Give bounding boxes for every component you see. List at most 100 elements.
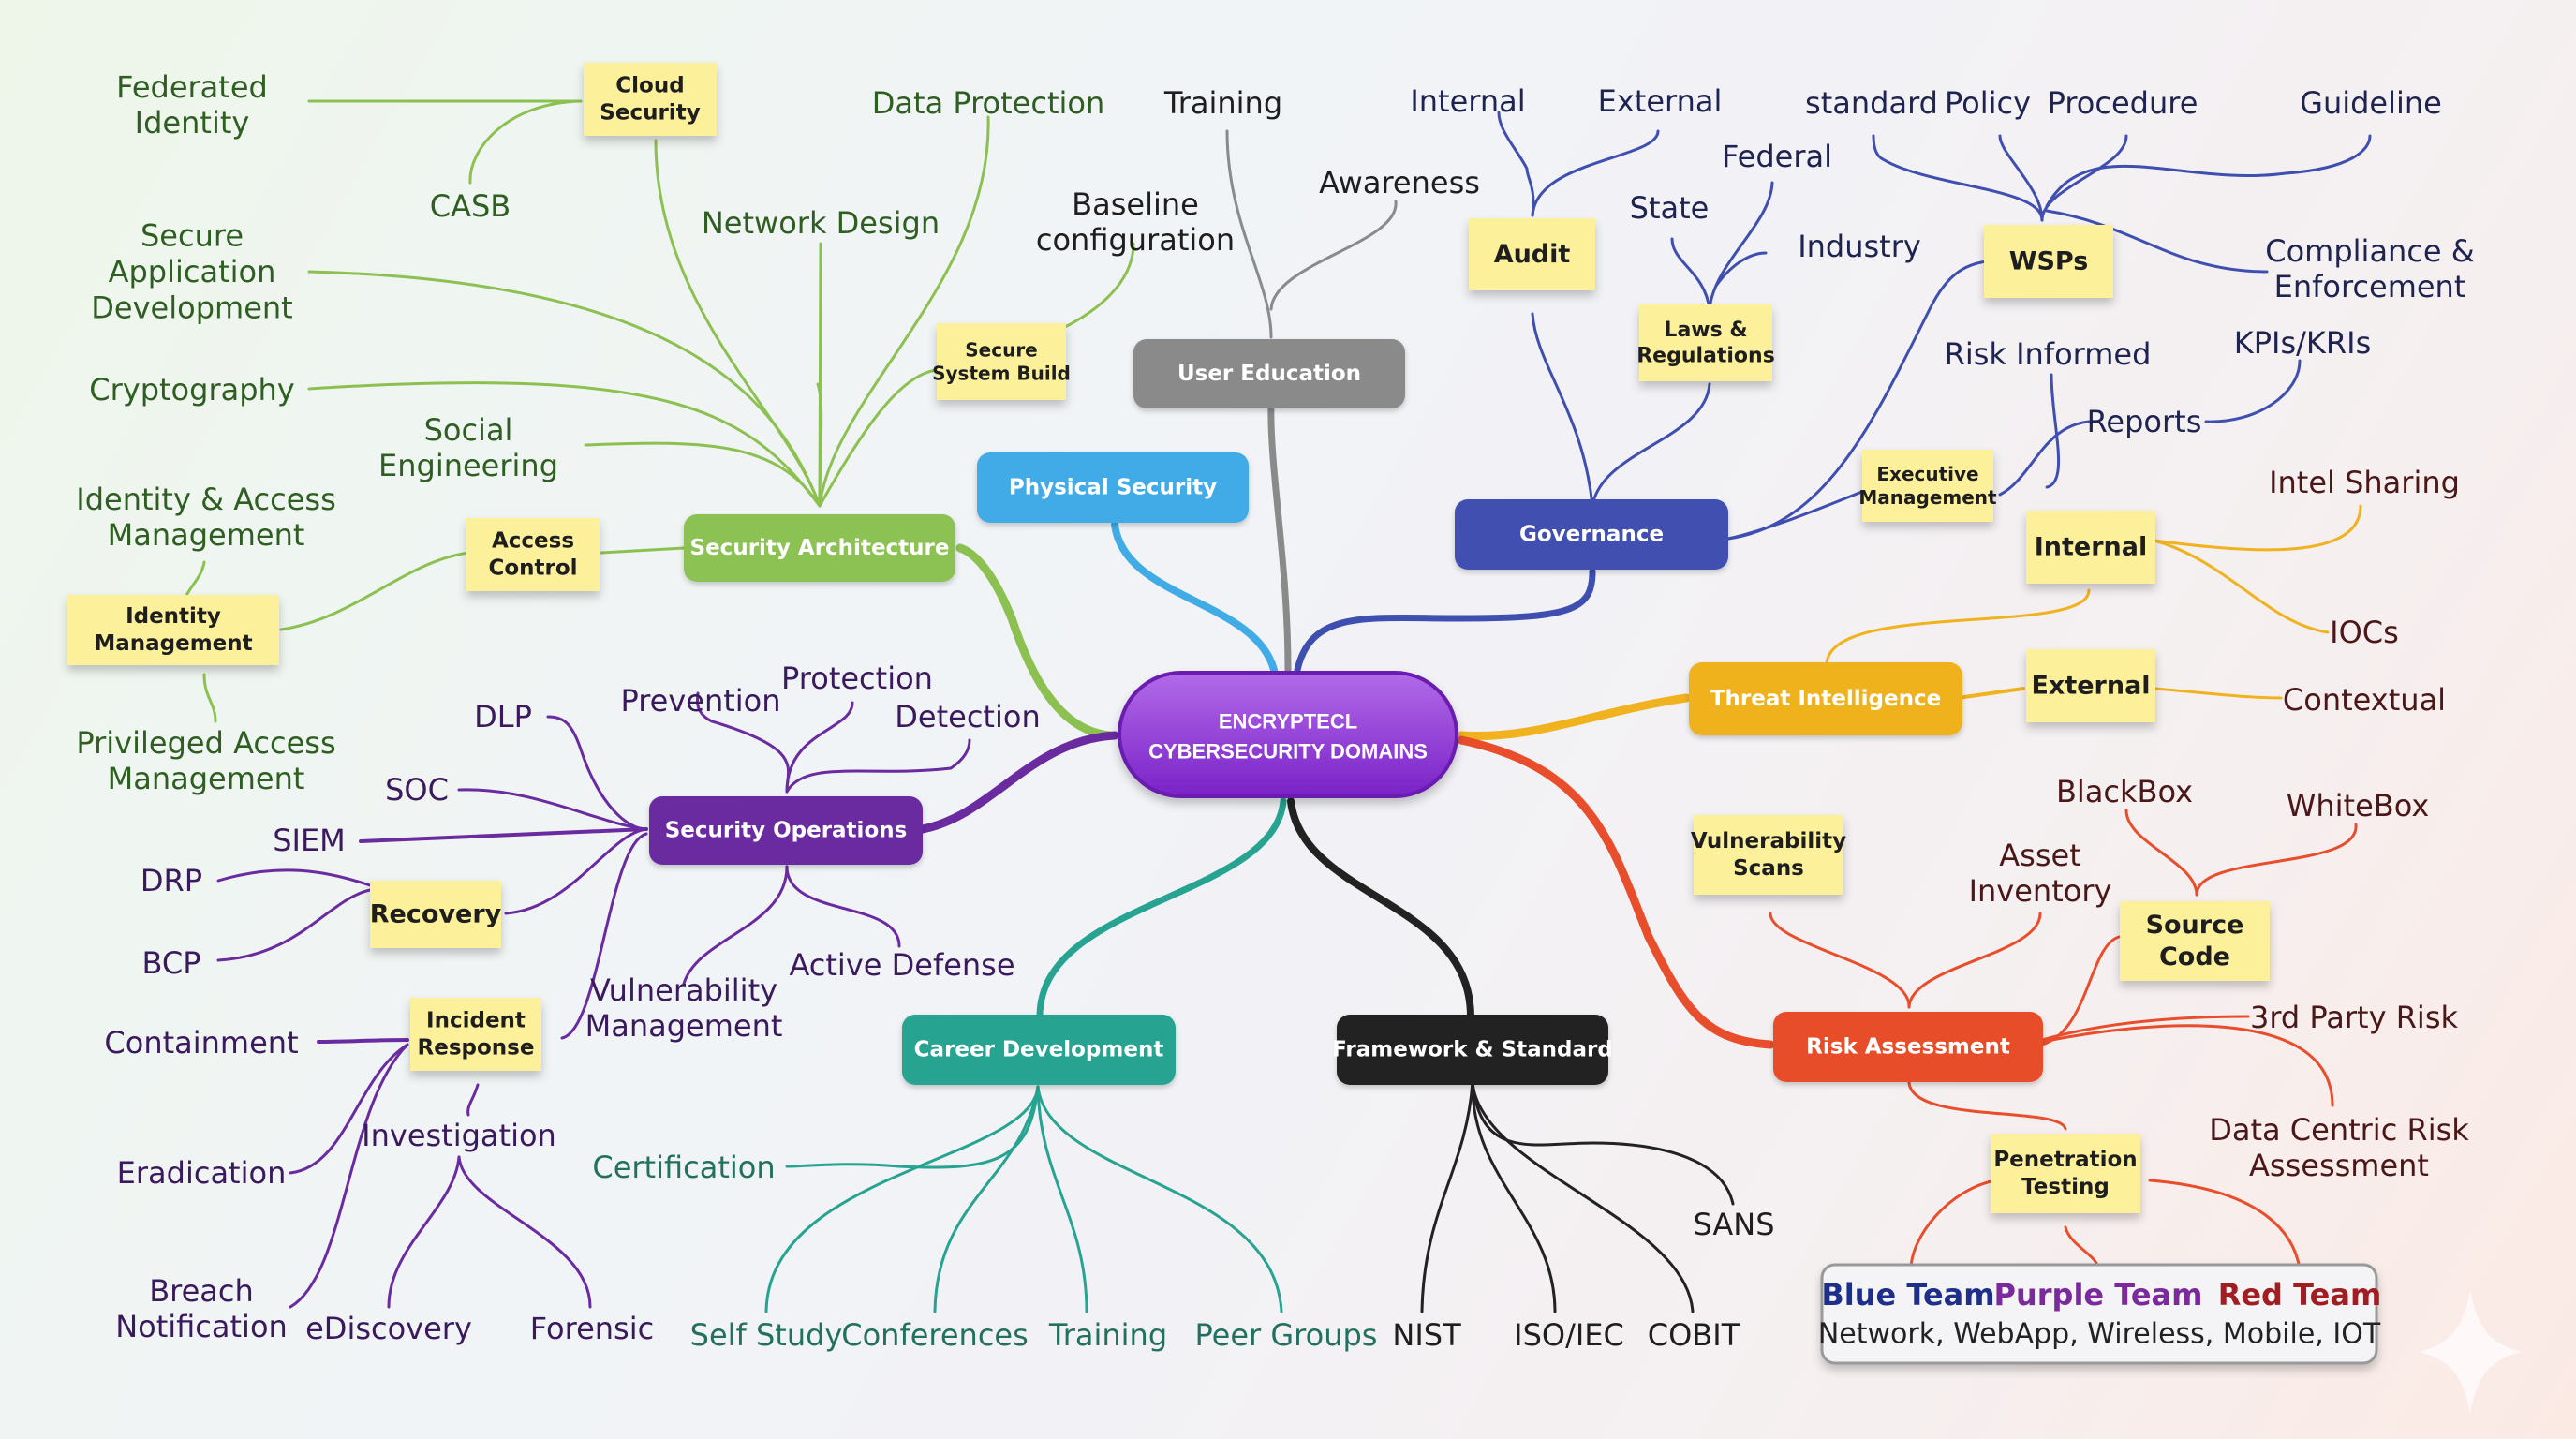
- sticky-laws-regulations[interactable]: Laws &Regulations: [1636, 304, 1775, 381]
- leaf-kpis: KPIs/KRIs: [2234, 325, 2372, 361]
- sticky-note[interactable]: [1469, 218, 1595, 290]
- domain-node-box[interactable]: [1455, 499, 1728, 570]
- domain-node-security-operations[interactable]: Security Operations: [649, 796, 923, 865]
- leaf-prevention-line: Prevention: [620, 683, 780, 719]
- domain-node-box[interactable]: [1689, 662, 1962, 735]
- domain-node-framework-standard[interactable]: Framework & Standard: [1332, 1015, 1613, 1085]
- leaf-containment: Containment: [104, 1025, 298, 1061]
- connector: [317, 1038, 409, 1044]
- connector: [2040, 935, 2121, 1046]
- connector: [1269, 200, 1398, 311]
- leaf-casb-line: CASB: [430, 188, 511, 224]
- leaf-secure-app-dev-line: Application: [109, 254, 276, 289]
- domain-node-user-education[interactable]: User Education: [1133, 339, 1405, 408]
- team-purple: Purple Team: [1994, 1277, 2203, 1313]
- domain-node-box[interactable]: [1133, 339, 1405, 408]
- sticky-label: Code: [2159, 942, 2230, 972]
- leaf-blackbox-line: BlackBox: [2056, 774, 2193, 809]
- sticky-note[interactable]: [1862, 450, 1993, 522]
- connector: [2040, 1015, 2250, 1042]
- leaf-baseline-configuration-line: Baseline: [1072, 186, 1199, 222]
- sticky-label: External: [2031, 672, 2150, 701]
- sticky-label: Response: [418, 1035, 535, 1060]
- domain-node-box[interactable]: [649, 796, 923, 865]
- domain-node-box[interactable]: [1773, 1012, 2043, 1082]
- domain-node-threat-intelligence[interactable]: Threat Intelligence: [1689, 662, 1962, 735]
- leaf-sans: SANS: [1693, 1207, 1774, 1242]
- sticky-note[interactable]: [410, 998, 541, 1071]
- domain-node-physical-security[interactable]: Physical Security: [977, 452, 1249, 523]
- leaf-dlp-line: DLP: [474, 699, 532, 734]
- domain-node-label: Security Architecture: [690, 536, 950, 560]
- sticky-note[interactable]: [2026, 649, 2155, 722]
- sticky-label: Laws &: [1664, 319, 1747, 342]
- connector: [2195, 823, 2358, 897]
- domain-node-governance[interactable]: Governance: [1455, 499, 1728, 570]
- leaf-blackbox: BlackBox: [2056, 774, 2193, 809]
- domain-node-career-development[interactable]: Career Development: [902, 1015, 1176, 1085]
- connector: [359, 827, 648, 843]
- leaf-breach-line: Breach: [149, 1273, 254, 1309]
- leaf-awareness-line: Awareness: [1319, 165, 1480, 200]
- leaf-ediscovery: eDiscovery: [305, 1311, 472, 1346]
- leaf-state: State: [1630, 190, 1710, 226]
- connector: [1825, 588, 2091, 667]
- sticky-note[interactable]: [67, 595, 279, 665]
- domain-node-security-architecture[interactable]: Security Architecture: [684, 514, 955, 582]
- connector: [307, 381, 822, 508]
- sticky-internal[interactable]: Internal: [2026, 511, 2155, 584]
- leaf-cobit-line: COBIT: [1648, 1317, 1740, 1353]
- sticky-note[interactable]: [1639, 304, 1772, 381]
- leaf-compliance-line: Enforcement: [2274, 269, 2466, 304]
- leaf-network-design-line: Network Design: [702, 205, 940, 241]
- sticky-note[interactable]: [1991, 1134, 2140, 1213]
- connector: [2124, 809, 2198, 897]
- connector: [818, 115, 990, 508]
- sticky-label: Management: [1858, 486, 1997, 509]
- domain-node-label: Physical Security: [1009, 476, 1217, 500]
- sticky-note[interactable]: [2120, 901, 2270, 981]
- domain-node-box[interactable]: [1337, 1015, 1608, 1085]
- sticky-note[interactable]: [466, 518, 600, 591]
- domain-node-box[interactable]: [684, 514, 955, 582]
- sticky-note[interactable]: [2026, 511, 2155, 584]
- sticky-note[interactable]: [584, 63, 717, 136]
- domain-node-risk-assessment[interactable]: Risk Assessment: [1773, 1012, 2043, 1082]
- sticky-audit[interactable]: Audit: [1469, 218, 1595, 290]
- connector: [202, 673, 217, 723]
- leaf-policy-line: Policy: [1945, 85, 2031, 121]
- domain-node-box[interactable]: [902, 1015, 1176, 1085]
- connector: [584, 441, 822, 508]
- connector: [1726, 485, 1875, 541]
- sticky-note[interactable]: [370, 881, 501, 948]
- pen-test-scope: Network, WebApp, Wireless, Mobile, IOT: [1818, 1318, 2381, 1351]
- leaf-social-engineering-line: Engineering: [378, 448, 558, 483]
- center-node-box[interactable]: [1118, 671, 1458, 798]
- sticky-wsps[interactable]: WSPs: [1984, 225, 2113, 298]
- sticky-recovery[interactable]: Recovery: [370, 881, 502, 948]
- sticky-note[interactable]: [1984, 225, 2113, 298]
- connector: [216, 888, 372, 962]
- sticky-label: Access: [492, 529, 574, 554]
- leaf-contextual: Contextual: [2283, 682, 2446, 718]
- branch-security-operations: [918, 731, 1119, 834]
- sticky-external[interactable]: External: [2026, 649, 2155, 722]
- sticky-note[interactable]: [937, 323, 1066, 400]
- leaf-cobit: COBIT: [1648, 1317, 1740, 1353]
- sticky-note[interactable]: [1694, 815, 1843, 895]
- connector: [1726, 259, 1997, 541]
- domain-node-box[interactable]: [977, 452, 1249, 523]
- leaf-bcp-line: BCP: [141, 945, 200, 981]
- leaf-federated-identity-line: Federated: [116, 69, 268, 105]
